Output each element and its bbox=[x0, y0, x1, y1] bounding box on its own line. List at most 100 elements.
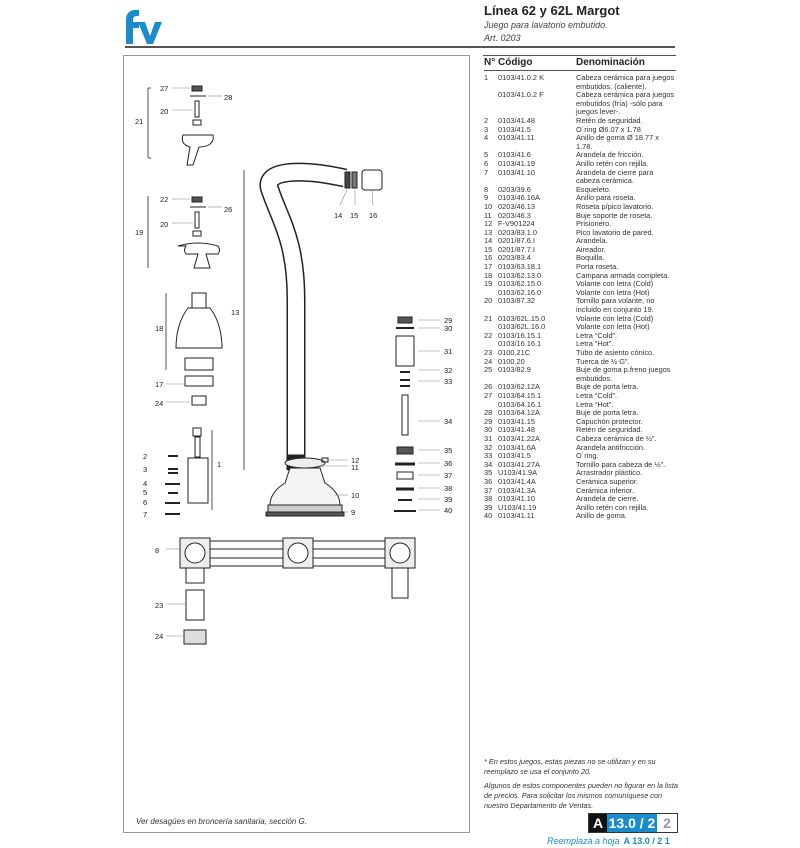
part-description: Anillo para roseta. bbox=[576, 193, 636, 203]
part-description: Buje de goma p.freno juegos embutidos. bbox=[576, 365, 671, 383]
part-code: 0103/62.15.0 bbox=[498, 279, 542, 289]
callout-11: 11 bbox=[351, 463, 359, 472]
part-description: Volante con letra (Cold) bbox=[576, 313, 654, 323]
part-code: 0103/62.12A bbox=[498, 382, 540, 392]
callout-27: 27 bbox=[160, 84, 168, 93]
part-number: 9 bbox=[484, 193, 489, 203]
part-code: 0103/41.10 bbox=[498, 167, 535, 177]
part-code: 0103/41.27A bbox=[498, 459, 540, 469]
part-number bbox=[484, 91, 498, 117]
part-code: 0103/41.19 bbox=[498, 158, 535, 168]
callout-10: 10 bbox=[351, 491, 359, 500]
callout-14: 14 bbox=[334, 211, 342, 220]
part-description: Boquilla. bbox=[576, 253, 605, 263]
part-description: O´ring Ø6.07 x 1.78 bbox=[576, 124, 641, 134]
part-description: Cerámica inferior. bbox=[576, 485, 634, 495]
callout-19: 19 bbox=[135, 228, 143, 237]
part-code: 0103/62L.16.0 bbox=[498, 322, 546, 332]
part-code: 0103/41.4A bbox=[498, 476, 536, 486]
part-code: 0103/62.13.0 bbox=[498, 270, 542, 280]
callout-5: 5 bbox=[143, 488, 147, 497]
callout-6: 6 bbox=[143, 498, 147, 507]
part-code: 0103/64.15.1 bbox=[498, 390, 542, 400]
part-number: 27 bbox=[484, 390, 493, 400]
part-code: 0103/41.3A bbox=[498, 485, 536, 495]
part-number: 10 bbox=[484, 201, 493, 211]
sheet-badge: A 13.0 / 2 2 bbox=[588, 813, 678, 833]
part-number: 13 bbox=[484, 227, 493, 237]
part-description: O´ring. bbox=[576, 451, 599, 461]
callout-9: 9 bbox=[351, 508, 355, 517]
part-number: 6 bbox=[484, 158, 489, 168]
part-code: 0103/41.22A bbox=[498, 433, 540, 443]
part-code: 0103/41.5 bbox=[498, 451, 531, 461]
part-description: Volante con letra (Cold) bbox=[576, 279, 654, 289]
part-code: 0103/41.5 bbox=[498, 124, 531, 134]
part-number: 39 bbox=[484, 502, 493, 512]
part-description: Letra “Hot”. bbox=[576, 339, 614, 349]
rosette-base bbox=[265, 457, 345, 517]
replaces-label: Reemplaza a hoja bbox=[547, 836, 620, 846]
callout-12: 12 bbox=[351, 456, 359, 465]
part-number: 20 bbox=[484, 296, 493, 306]
part-code: 0103/16.16.1 bbox=[498, 339, 542, 349]
col-number: N° bbox=[484, 57, 496, 68]
footnote: * En estos juegos, estas piezas no se ut… bbox=[484, 757, 656, 776]
part-number: 40 bbox=[484, 511, 493, 521]
part-code: 0103/41.6 bbox=[498, 150, 531, 160]
part-number: 3 bbox=[484, 124, 489, 134]
part-description: Roseta p/pico lavatorio. bbox=[576, 201, 654, 211]
part-description: Arandela antifricción. bbox=[576, 442, 646, 452]
callout-15: 15 bbox=[350, 211, 358, 220]
callout-21: 21 bbox=[135, 117, 143, 126]
part-description: Tornillo para cabeza de ½”. bbox=[576, 459, 666, 469]
part-code: 0103/64.16.1 bbox=[498, 399, 542, 409]
replaces-sheet-number: A 13.0 / 2 1 bbox=[623, 836, 670, 846]
part-code: 0103/46.16A bbox=[498, 193, 540, 203]
callout-20: 20 bbox=[160, 107, 168, 116]
part-number: 17 bbox=[484, 262, 493, 272]
table-row: 0103/16.16.1 Letra “Hot”. bbox=[484, 340, 676, 349]
part-code: U103/41.9A bbox=[498, 468, 538, 478]
callout-23: 23 bbox=[155, 601, 163, 610]
callout-3: 3 bbox=[143, 465, 147, 474]
part-code: 0103/41.48 bbox=[498, 425, 535, 435]
part-description: Tubo de asiento cónico. bbox=[576, 348, 655, 357]
callout-34: 34 bbox=[444, 417, 452, 426]
part-number: 12 bbox=[484, 219, 493, 229]
part-number: 8 bbox=[484, 184, 489, 194]
part-number: 32 bbox=[484, 442, 493, 452]
lever-handle-21 bbox=[147, 85, 214, 166]
callout-32: 32 bbox=[444, 366, 452, 375]
part-code: 0103/63.18.1 bbox=[498, 262, 542, 272]
part-code: 0103/41.6A bbox=[498, 442, 536, 452]
callout-29: 29 bbox=[444, 316, 452, 325]
part-description: Arandela de fricción. bbox=[576, 150, 644, 160]
part-number: 15 bbox=[484, 244, 493, 254]
part-description: Letra “Cold”. bbox=[576, 390, 618, 400]
callout-17: 17 bbox=[155, 380, 163, 389]
part-number: 34 bbox=[484, 459, 493, 469]
callout-31: 31 bbox=[444, 347, 452, 356]
part-description: Cerámica superior. bbox=[576, 476, 639, 486]
callout-1: 1 bbox=[217, 460, 221, 469]
part-number: 25 bbox=[484, 365, 493, 375]
part-description: Arandela de cierre para cabeza cerámica. bbox=[576, 167, 654, 186]
